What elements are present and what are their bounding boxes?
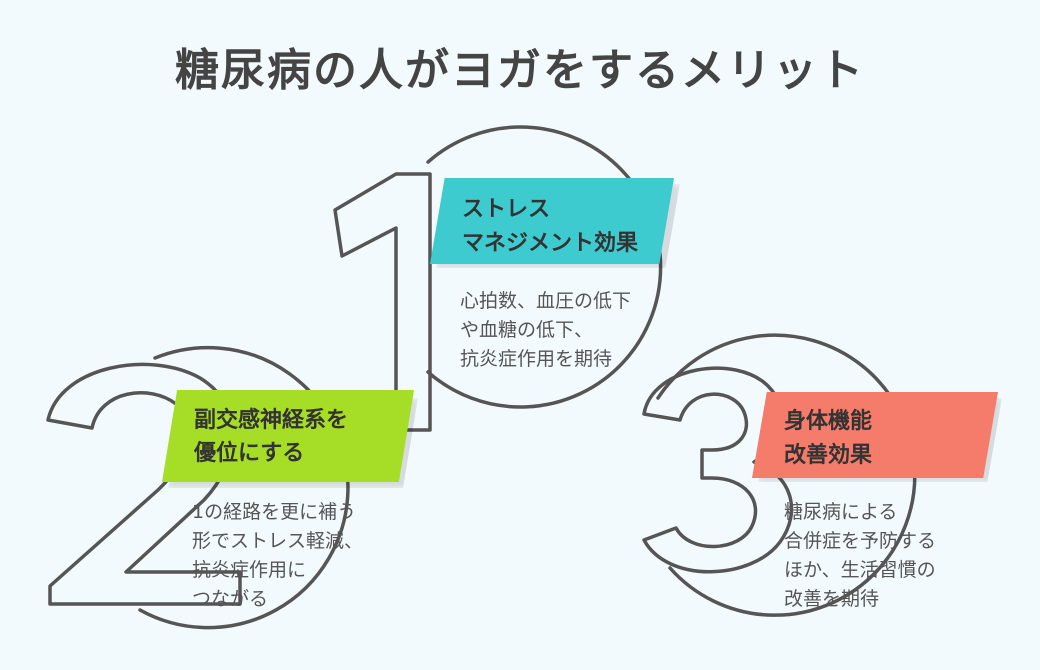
description-2: 1の経路を更に補う 形でストレス軽減、 抗炎症作用に つながる bbox=[192, 501, 364, 610]
circle-1-outline bbox=[426, 125, 663, 409]
page-title: 糖尿病の人がヨガをするメリット bbox=[175, 45, 865, 96]
banner-3 bbox=[752, 392, 998, 478]
numeral-2-outline bbox=[46, 362, 242, 606]
banner-2 bbox=[162, 390, 414, 482]
banner-1 bbox=[430, 178, 674, 264]
description-1: 心拍数、血圧の低下 や血糖の低下、 抗炎症作用を期待 bbox=[460, 290, 632, 370]
heading-1: ストレス マネジメント効果 bbox=[462, 196, 639, 256]
circle-2-outline bbox=[138, 345, 350, 630]
heading-2: 副交感神経系を 優位にする bbox=[194, 407, 349, 466]
numeral-1-outline bbox=[333, 172, 432, 432]
description-3: 糖尿病による 合併症を予防する ほか、生活習慣の 改善を期待 bbox=[784, 501, 937, 610]
heading-3: 身体機能 改善効果 bbox=[784, 408, 873, 468]
